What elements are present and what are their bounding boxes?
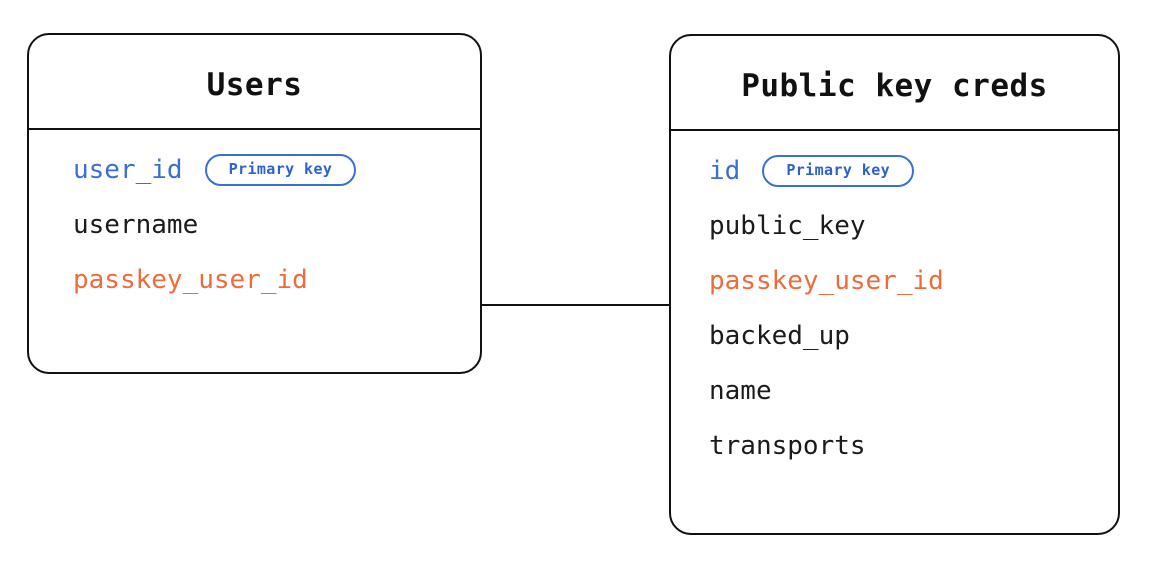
attribute-name-user-id: user_id xyxy=(73,154,183,185)
primary-key-badge: Primary key xyxy=(762,154,915,187)
attribute-name-public-key: public_key xyxy=(709,210,866,241)
entity-box-users[interactable]: Users user_id Primary key username passk… xyxy=(27,33,482,374)
entity-box-public-key-creds[interactable]: Public key creds id Primary key public_k… xyxy=(669,34,1120,535)
attribute-name-passkey-user-id: passkey_user_id xyxy=(73,264,308,295)
attribute-name-id: id xyxy=(709,155,741,186)
attribute-list-public-key-creds: id Primary key public_key passkey_user_i… xyxy=(671,143,1118,473)
attribute-row[interactable]: id Primary key xyxy=(709,143,1118,198)
attribute-row[interactable]: public_key xyxy=(709,198,1118,253)
attribute-name-username: username xyxy=(73,209,199,240)
attribute-name-passkey-user-id: passkey_user_id xyxy=(709,265,944,296)
attribute-name-transports: transports xyxy=(709,430,866,461)
attribute-row[interactable]: user_id Primary key xyxy=(73,142,480,197)
attribute-name-name: name xyxy=(709,375,772,406)
attribute-row[interactable]: username xyxy=(73,197,480,252)
attribute-row[interactable]: backed_up xyxy=(709,308,1118,363)
relationship-connector-users-credentials xyxy=(481,304,670,306)
attribute-list-users: user_id Primary key username passkey_use… xyxy=(29,142,480,307)
entity-title-users: Users xyxy=(206,67,303,103)
attribute-row[interactable]: passkey_user_id xyxy=(709,253,1118,308)
entity-title-public-key-creds: Public key creds xyxy=(741,68,1048,104)
attribute-row[interactable]: passkey_user_id xyxy=(73,252,480,307)
attribute-name-backed-up: backed_up xyxy=(709,320,850,351)
primary-key-badge: Primary key xyxy=(204,153,357,186)
entity-header-divider xyxy=(29,128,480,130)
attribute-row[interactable]: transports xyxy=(709,418,1118,473)
attribute-row[interactable]: name xyxy=(709,363,1118,418)
entity-header-divider xyxy=(671,129,1118,131)
